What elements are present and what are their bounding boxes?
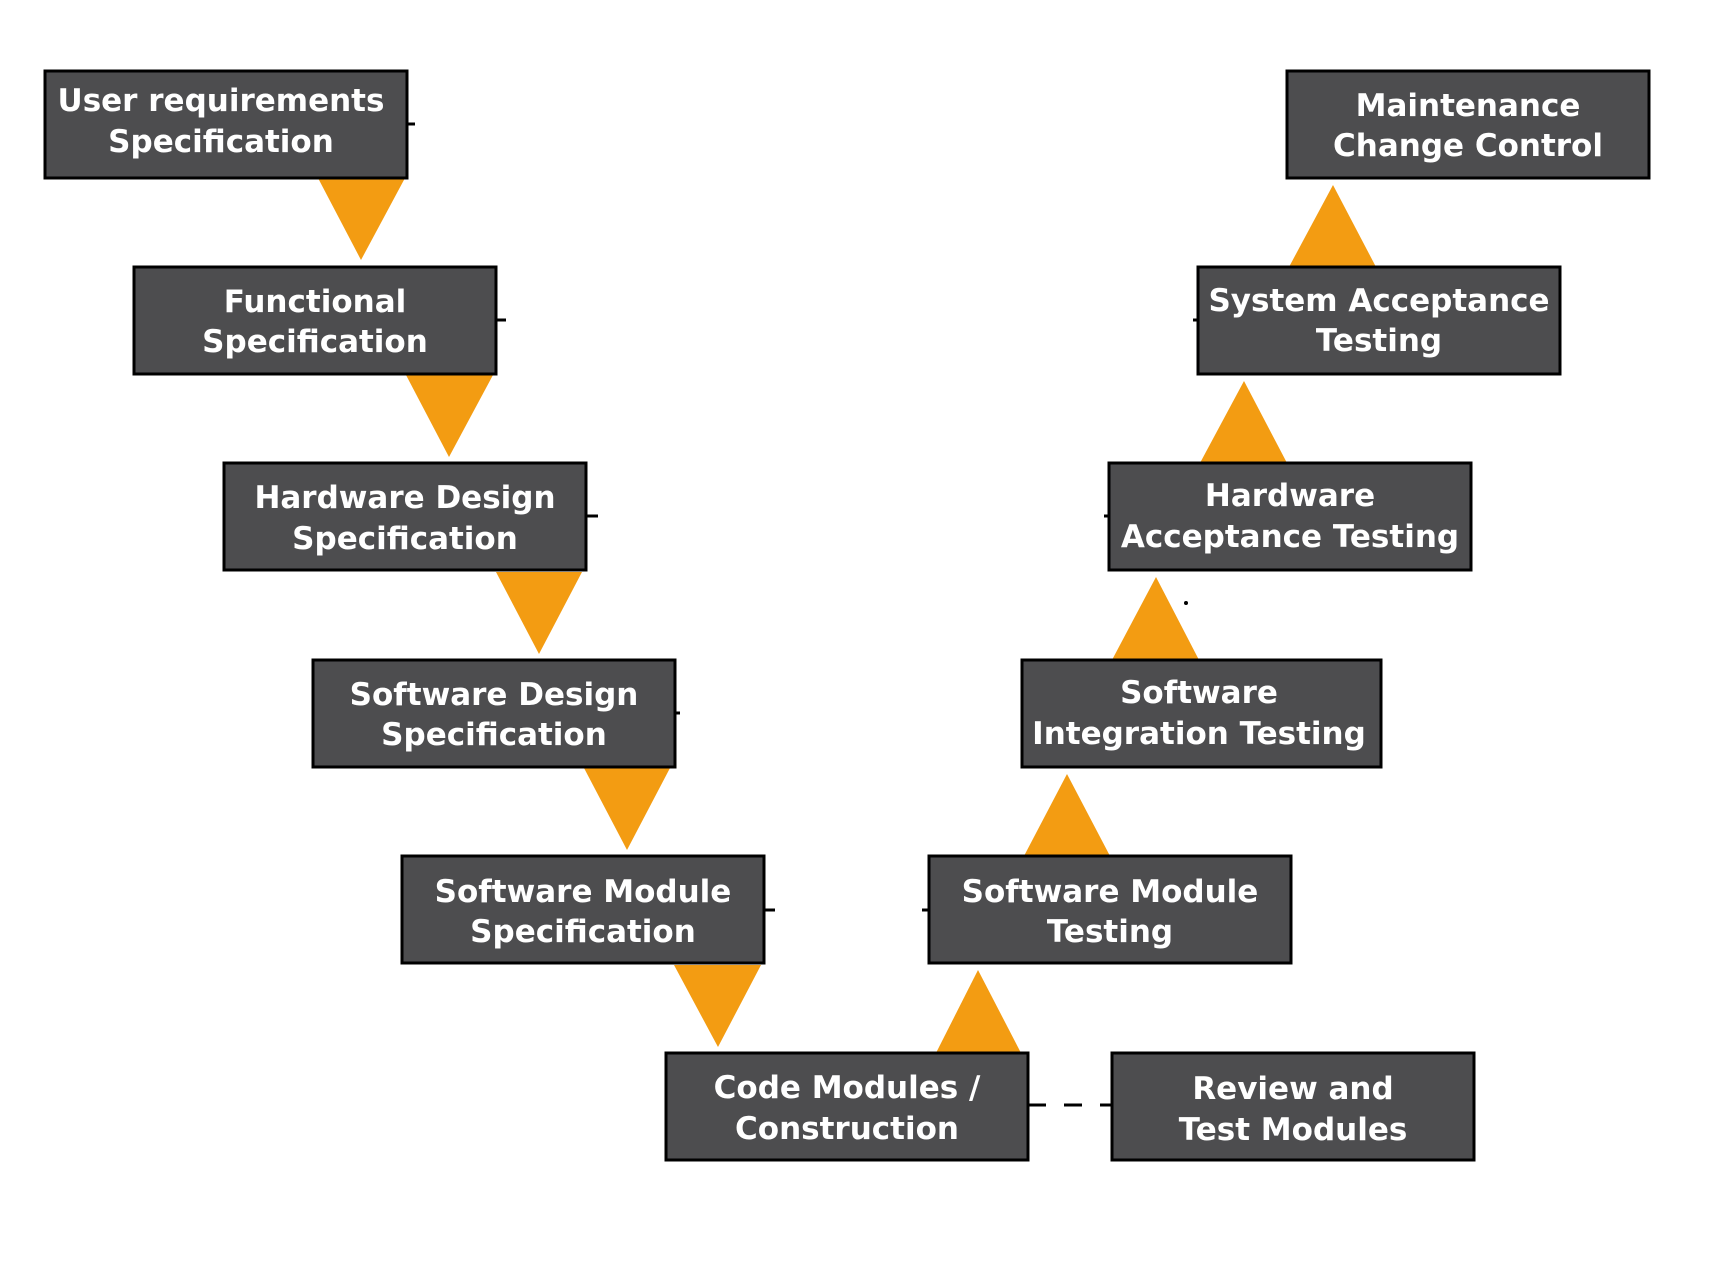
- arrow-up-icon: [1200, 381, 1287, 463]
- arrow-down-icon: [584, 768, 670, 850]
- box-label: System Acceptance: [1208, 283, 1549, 319]
- stray-dot: [1184, 601, 1188, 605]
- box-label: User requirements: [58, 83, 385, 119]
- arrow-down-icon: [318, 178, 405, 260]
- arrow-up-icon: [936, 970, 1021, 1053]
- arrow-up-icon: [1024, 774, 1110, 856]
- box-label: Software Module: [435, 874, 732, 910]
- box-maintenance-change-control: Maintenance Change Control: [1285, 69, 1651, 180]
- box-system-acceptance-testing: System Acceptance Testing: [1196, 265, 1562, 376]
- box-hardware-acceptance-testing: Hardware Acceptance Testing: [1107, 461, 1473, 572]
- arrow-up-icon: [1289, 185, 1376, 267]
- box-label: Specification: [381, 717, 607, 753]
- box-user-requirements: User requirements Specification: [43, 69, 409, 180]
- box-functional-specification: Functional Specification: [132, 265, 498, 376]
- box-label: Review and: [1192, 1071, 1393, 1107]
- box-software-design-specification: Software Design Specification: [311, 658, 677, 769]
- box-label: Maintenance: [1356, 88, 1581, 124]
- arrow-up-icon: [1112, 577, 1199, 660]
- box-label: Integration Testing: [1032, 716, 1366, 752]
- arrow-down-icon: [406, 375, 493, 457]
- box-label: Specification: [470, 914, 696, 950]
- box-label: Code Modules /: [714, 1070, 981, 1106]
- box-label: Change Control: [1333, 128, 1603, 164]
- box-label: Hardware: [1205, 478, 1375, 514]
- box-hardware-design-specification: Hardware Design Specification: [222, 461, 588, 572]
- arrow-down-icon: [674, 965, 761, 1047]
- box-label: Test Modules: [1179, 1112, 1408, 1148]
- box-label: Functional: [224, 284, 407, 320]
- box-label: Testing: [1316, 323, 1442, 359]
- box-label: Testing: [1047, 914, 1173, 950]
- box-label: Software Design: [350, 677, 639, 713]
- box-label: Software: [1120, 675, 1278, 711]
- box-software-module-testing: Software Module Testing: [927, 854, 1293, 965]
- box-label: Hardware Design: [254, 480, 555, 516]
- box-label: Construction: [735, 1111, 959, 1147]
- arrow-down-icon: [496, 572, 582, 654]
- box-code-modules-construction: Code Modules / Construction: [664, 1051, 1030, 1162]
- box-label: Acceptance Testing: [1121, 519, 1459, 555]
- box-review-test-modules: Review and Test Modules: [1110, 1051, 1476, 1162]
- box-label: Specification: [202, 324, 428, 360]
- box-software-module-specification: Software Module Specification: [400, 854, 766, 965]
- box-label: Specification: [108, 124, 334, 160]
- box-label: Software Module: [962, 874, 1259, 910]
- box-label: Specification: [292, 521, 518, 557]
- box-software-integration-testing: Software Integration Testing: [1020, 658, 1383, 769]
